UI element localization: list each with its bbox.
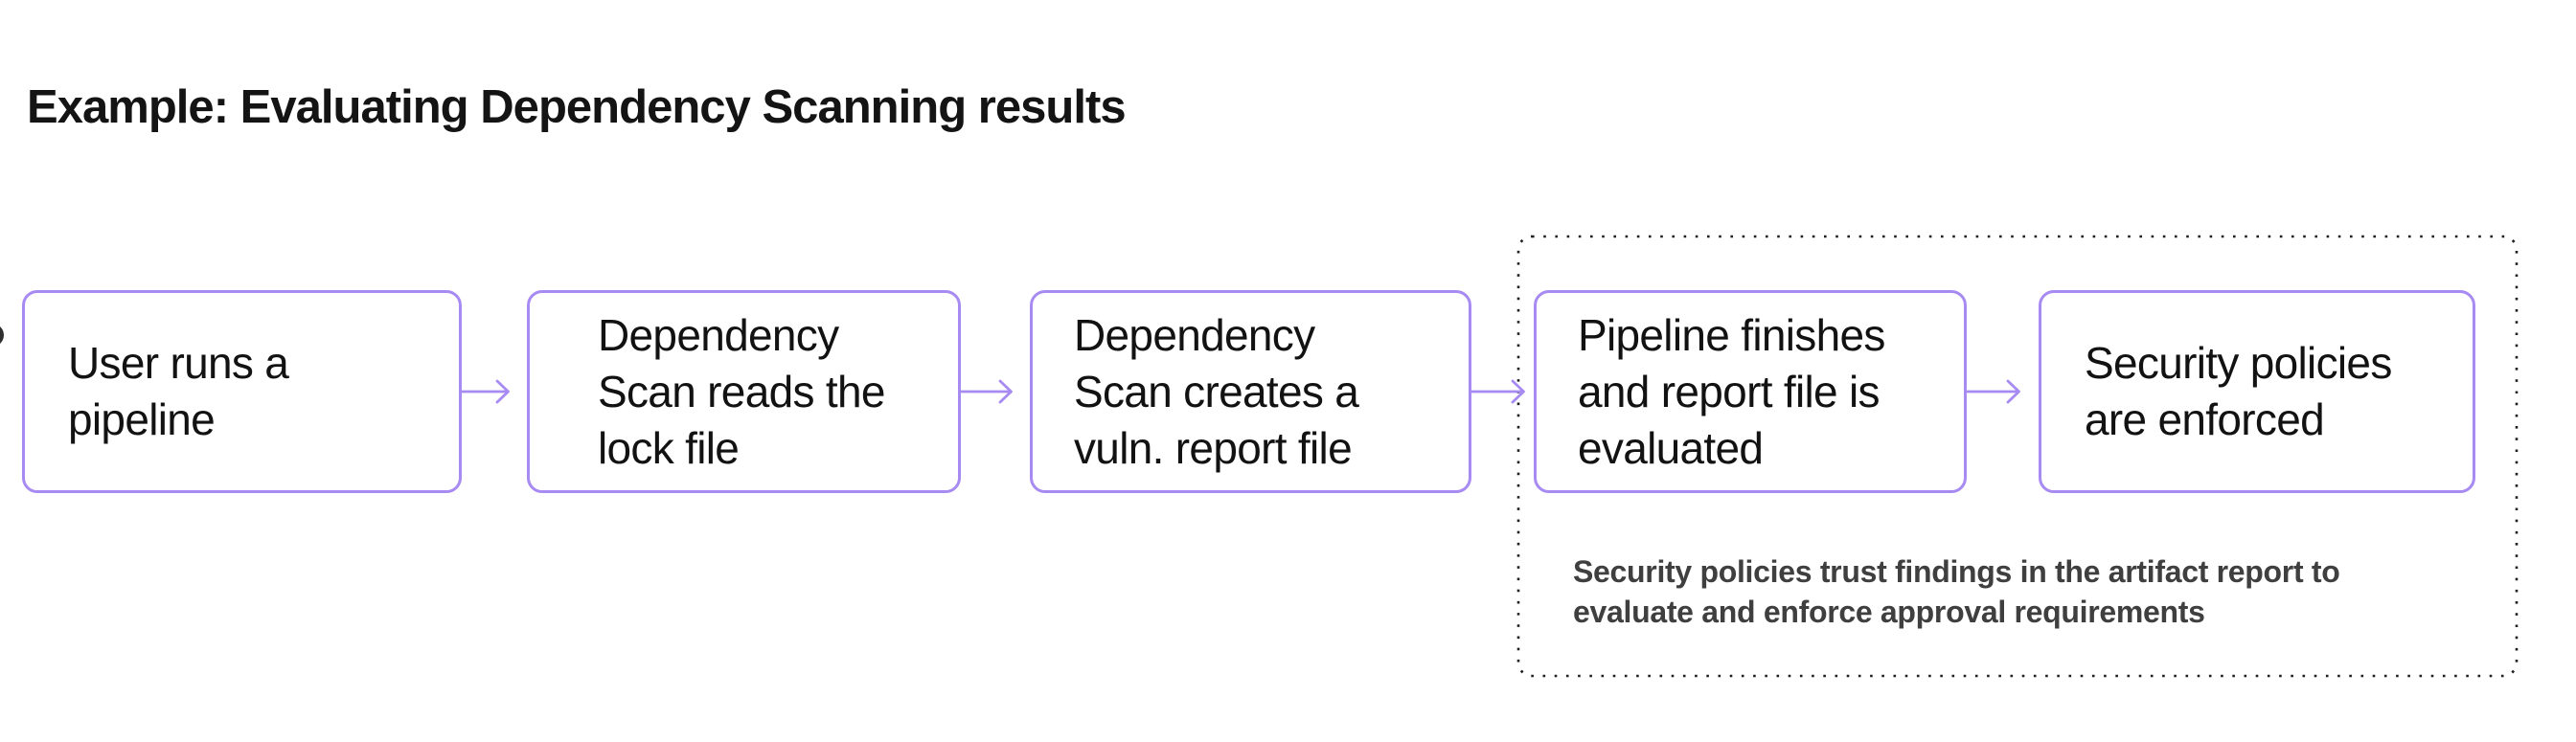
flow-arrow-icon [1470,379,1525,404]
flow-node-label: Dependency Scan reads the lock file [598,309,885,473]
flow-arrow-icon [461,379,510,404]
page-title: Example: Evaluating Dependency Scanning … [27,81,1127,133]
flow-arrow-icon [1963,379,2020,404]
flow-node-label: Pipeline finishes and report file is eva… [1578,309,1885,473]
cropped-edge-dot [0,324,4,347]
flow-node-label: Security policies are enforced [2085,338,2392,444]
flow-node-label: User runs a pipeline [68,338,289,444]
flow-node-user-runs-pipeline: User runs a pipeline [22,290,462,493]
flow-node-scan-reads-lock-file: Dependency Scan reads the lock file [527,290,961,493]
flow-node-scan-creates-report: Dependency Scan creates a vuln. report f… [1030,290,1471,493]
flow-arrow-icon [960,379,1013,404]
flow-node-policies-enforced: Security policies are enforced [2039,290,2475,493]
flow-node-label: Dependency Scan creates a vuln. report f… [1074,309,1359,473]
flow-node-pipeline-finishes: Pipeline finishes and report file is eva… [1534,290,1967,493]
policy-group-note: Security policies trust findings in the … [1573,554,2340,629]
